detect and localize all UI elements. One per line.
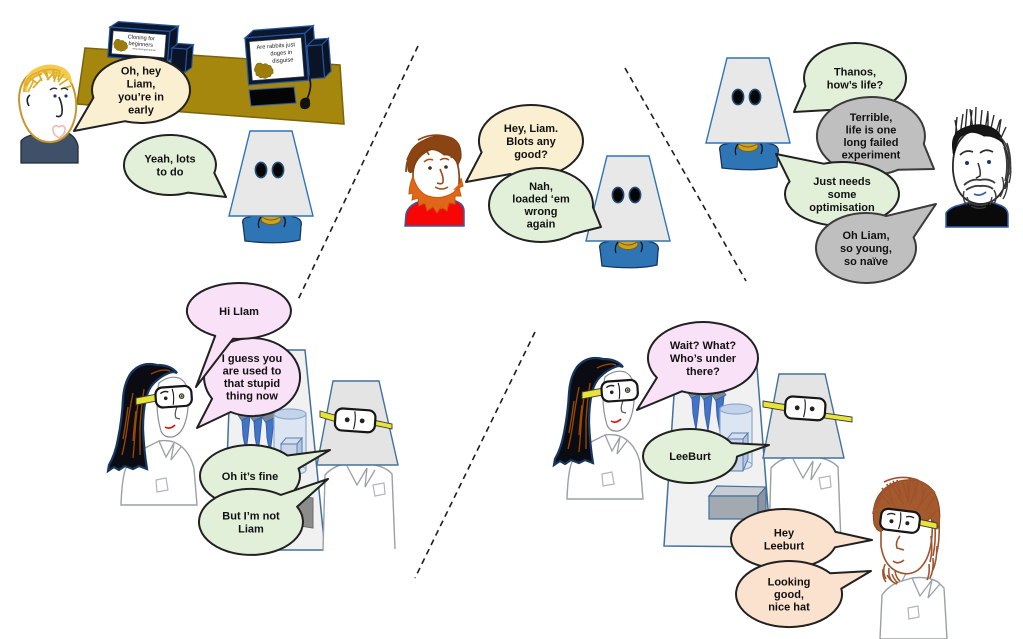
svg-text:Wait? What?: Wait? What? (670, 340, 736, 352)
svg-text:Who’s under: Who’s under (670, 353, 737, 365)
svg-text:life is one: life is one (846, 125, 897, 137)
svg-text:Hi LIam: Hi LIam (219, 306, 259, 318)
svg-text:some: some (828, 189, 857, 201)
svg-text:so young,: so young, (840, 243, 892, 255)
svg-text:Liam,: Liam, (127, 78, 156, 90)
svg-text:Oh Liam,: Oh Liam, (842, 230, 889, 242)
svg-text:loaded ‘em: loaded ‘em (512, 194, 570, 206)
svg-text:Terrible,: Terrible, (850, 112, 893, 124)
svg-text:are used to: are used to (223, 366, 282, 378)
svg-text:Blots any: Blots any (506, 136, 556, 148)
svg-text:Are rabbits just: Are rabbits just (256, 42, 295, 51)
svg-text:Looking: Looking (768, 576, 811, 588)
svg-text:Hey: Hey (774, 527, 795, 539)
svg-text:optimisation: optimisation (809, 202, 875, 214)
svg-text:www.cloningcentral.bio: www.cloningcentral.bio (132, 47, 156, 52)
svg-text:experiment: experiment (842, 150, 901, 162)
svg-text:to do: to do (157, 166, 184, 178)
svg-text:beginners: beginners (128, 41, 153, 49)
svg-text:But I’m not: But I’m not (222, 510, 280, 522)
svg-text:Liam: Liam (238, 523, 264, 535)
svg-text:so naïve: so naïve (844, 256, 888, 268)
svg-text:Yeah, lots: Yeah, lots (144, 153, 195, 165)
svg-text:long failed: long failed (844, 137, 899, 149)
svg-text:LeeBurt: LeeBurt (669, 451, 711, 463)
svg-text:there?: there? (686, 366, 720, 378)
svg-text:Oh, hey: Oh, hey (121, 65, 162, 77)
svg-text:Oh it’s fine: Oh it’s fine (222, 471, 278, 483)
svg-text:Nah,: Nah, (529, 181, 553, 193)
svg-text:how’s life?: how’s life? (827, 79, 884, 91)
svg-text:you’re in: you’re in (118, 91, 164, 103)
svg-text:Thanos,: Thanos, (834, 66, 876, 78)
svg-text:Cloning for: Cloning for (128, 34, 156, 42)
svg-text:Hey, Liam.: Hey, Liam. (504, 123, 558, 135)
svg-text:thing now: thing now (226, 391, 278, 403)
svg-text:early: early (128, 104, 155, 116)
svg-text:nice hat: nice hat (768, 601, 810, 613)
svg-text:doges in: doges in (270, 50, 292, 58)
svg-text:good?: good? (514, 149, 548, 161)
svg-text:again: again (527, 219, 556, 231)
svg-text:wrong: wrong (524, 206, 558, 218)
svg-text:Leeburt: Leeburt (764, 540, 805, 552)
svg-text:disguise: disguise (272, 57, 294, 65)
svg-text:I guess you: I guess you (222, 353, 283, 365)
svg-text:Just needs: Just needs (813, 176, 870, 188)
svg-text:good,: good, (774, 589, 804, 601)
svg-text:that stupid: that stupid (224, 378, 280, 390)
